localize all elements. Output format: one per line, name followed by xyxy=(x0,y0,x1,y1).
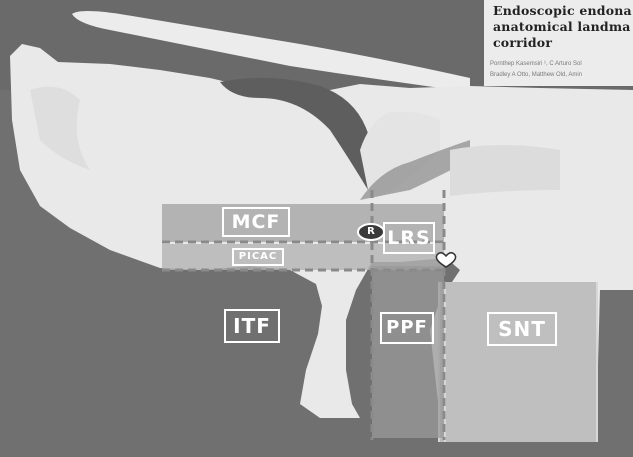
citation-title-line-2: anatomical landma xyxy=(493,19,631,34)
citation-title-line-3: corridor xyxy=(493,35,552,50)
citation-title-line-1: Endoscopic endona xyxy=(493,3,632,18)
region-label-snt: SNT xyxy=(487,312,557,346)
citation-authors-line-1: Pornthep Kasemsiri ¹, C Arturo Sol xyxy=(490,61,582,67)
region-label-ppf: PPF xyxy=(380,312,434,344)
citation-header: Endoscopic endona anatomical landma corr… xyxy=(484,0,633,86)
citation-authors-line-2: Bradley A Otto, Matthew Old, Amin xyxy=(490,72,582,78)
region-label-lrs: LRS xyxy=(383,222,435,254)
region-label-picac: PICAC xyxy=(232,248,284,266)
r-marker-label: R xyxy=(364,225,378,239)
region-label-itf: ITF xyxy=(224,309,280,343)
region-label-mcf: MCF xyxy=(222,207,290,237)
